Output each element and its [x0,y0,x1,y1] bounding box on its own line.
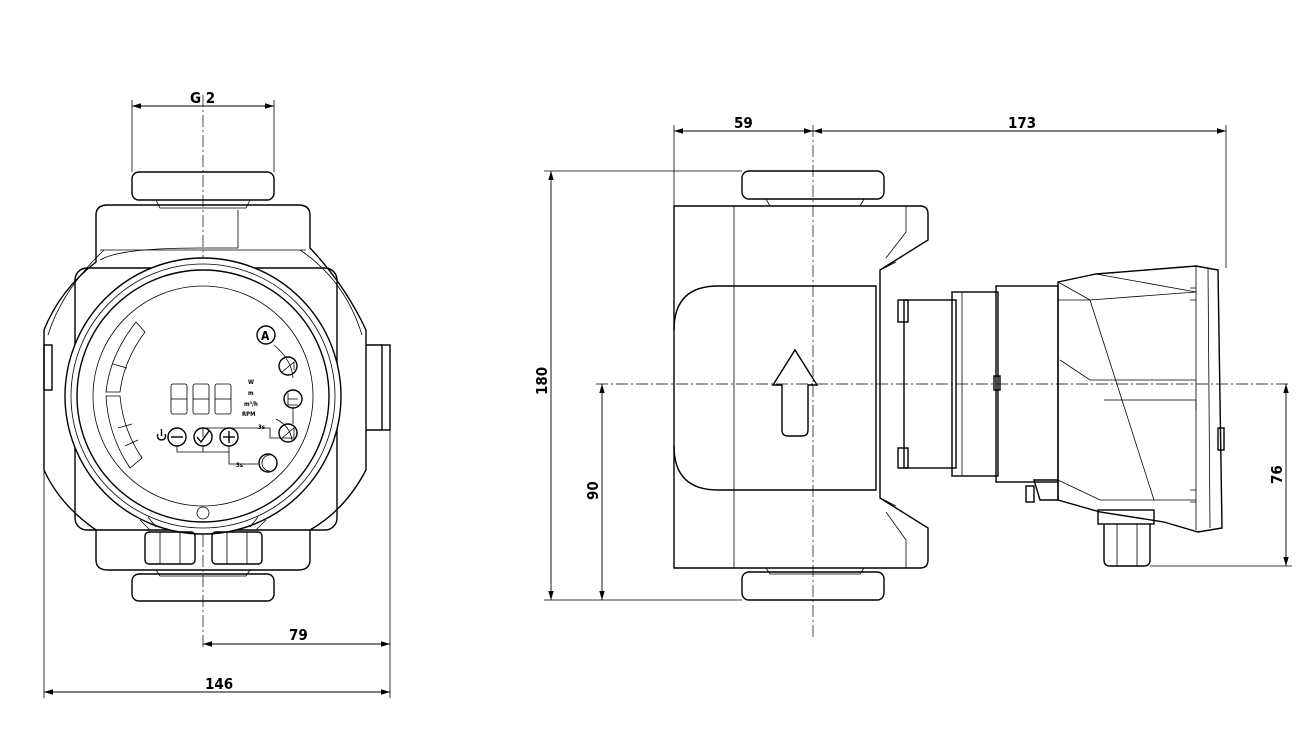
motor-half-height-dimension-label: 76 [1268,465,1286,484]
motor-collar [903,299,957,469]
curve-mode-icons [273,344,303,443]
mount-bracket [1033,479,1059,501]
bottom-flange [131,573,275,602]
bracket-clip [1025,485,1035,503]
electronics-head [1057,265,1223,533]
level-bar [105,321,146,469]
auto-mode-icon[interactable] [256,325,276,345]
unit-rpm-label: RPM [242,411,256,418]
housing-shoulder-right [299,249,363,336]
motor-length-dimension-label: 173 [1008,114,1036,132]
head-latch [1217,427,1225,451]
control-ring-inner [76,269,330,523]
button-link-upper [202,427,280,439]
side-top-flange-neck [765,198,865,207]
timer-label-a: 3s [258,424,265,431]
electronics-head-facets [1057,273,1197,501]
top-flange [131,171,275,201]
housing-rib [99,210,239,261]
side-flow-channel [673,285,877,491]
unit-flow-label: m³/h [244,401,258,408]
digit-display-value: 888 [171,0,173,1]
total-height-dimension-label: 180 [533,367,551,395]
digit-display: 888 [170,0,232,415]
timer-label-b: 3s [236,462,243,469]
bottom-flange-neck [155,569,251,577]
ring-notch [196,506,210,520]
side-cable-gland [1103,524,1151,567]
unit-w-label: W [248,379,254,386]
collar-tab-bottom [897,447,909,469]
side-housing-lip [879,261,897,507]
display-face [92,285,314,507]
cable-glands [139,516,267,565]
side-lug-right-joint [366,344,382,431]
side-housing-chamfer [885,206,907,568]
motor-stator [951,291,999,477]
button-link-lower [228,452,258,465]
button-connector [176,446,230,453]
side-top-flange [741,170,885,200]
front-view: 888 W m m³/h RPM A 3s [43,0,391,698]
thread-dimension-label: G 2 [190,89,215,107]
gland-nut [1097,509,1155,525]
auto-mode-label: A [261,329,270,343]
side-bottom-flange-neck [765,567,865,575]
half-width-dimension-label: 79 [289,626,308,644]
night-mode-icon[interactable] [258,453,278,473]
electronics-head-ribs [1059,359,1197,410]
stator-key [993,375,1001,391]
housing-shoulder-left [47,249,105,336]
collar-tab-top [897,299,909,323]
side-housing [673,205,929,569]
side-lug-left [43,344,53,391]
flow-arrow-icon [771,348,819,437]
side-view: 59 173 180 90 76 [533,114,1292,640]
top-flange-neck [155,199,251,209]
center-height-dimension-label: 90 [584,481,602,500]
unit-m-label: m [248,390,254,397]
control-ring-mid [70,263,336,529]
power-icon [156,429,167,441]
side-lug-right [381,344,391,431]
side-bottom-flange [741,571,885,601]
electronics-head-cover [1190,266,1211,530]
total-width-dimension-label: 146 [205,675,233,693]
pump-housing [43,204,367,571]
head-offset-dimension-label: 59 [734,114,753,132]
